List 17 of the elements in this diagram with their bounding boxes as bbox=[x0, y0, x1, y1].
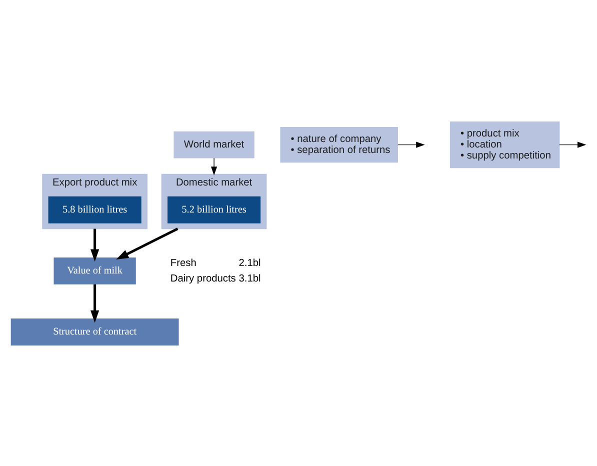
label: Fresh bbox=[170, 257, 196, 268]
node-box: Structure of contract bbox=[10, 318, 179, 345]
label: 2.1bl bbox=[238, 257, 261, 268]
arrow bbox=[90, 284, 100, 322]
arrow bbox=[116, 227, 178, 260]
node-box: World market bbox=[174, 130, 254, 158]
label: 3.1bl bbox=[238, 272, 261, 284]
arrow bbox=[90, 228, 100, 262]
node-box: Value of milk bbox=[54, 257, 136, 284]
arrow bbox=[210, 157, 218, 175]
node-box: • product mix • location • supply competition bbox=[450, 121, 560, 168]
arrow bbox=[398, 141, 425, 148]
node-box: 5.2 billion litres bbox=[168, 196, 261, 223]
node-box: • nature of company • separation of returns bbox=[280, 126, 398, 162]
label: Dairy products bbox=[170, 272, 236, 284]
arrow bbox=[559, 141, 586, 148]
node-box: 5.8 billion litres bbox=[48, 196, 142, 223]
